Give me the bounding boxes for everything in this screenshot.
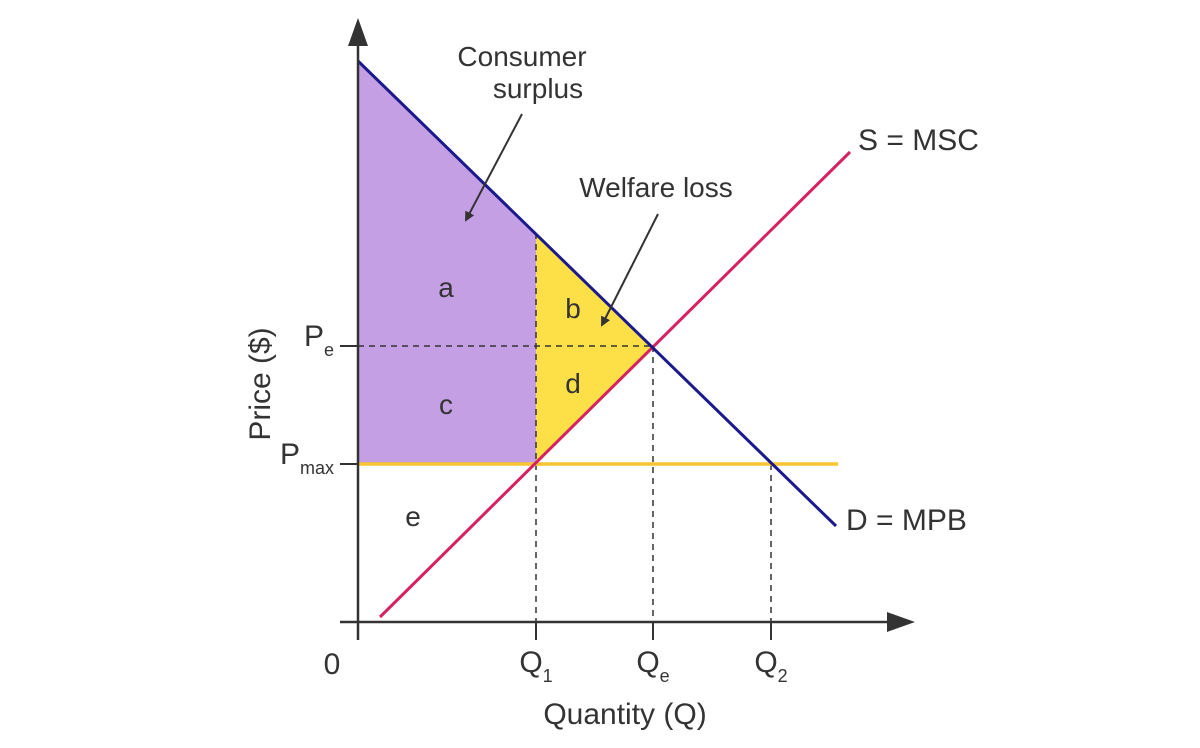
- axes: [340, 42, 893, 640]
- welfare-loss-arrow: [601, 213, 659, 327]
- origin-label: 0: [324, 648, 341, 681]
- y-axis-label: Price ($): [244, 327, 277, 440]
- dashed-guides: [358, 233, 772, 622]
- demand-curve: [356, 59, 838, 528]
- supply-curve: [378, 150, 852, 619]
- consumer-surplus-label-line1: Consumer: [457, 41, 586, 72]
- supply-curve-label: S = MSC: [858, 124, 979, 157]
- tick-marks: [340, 345, 772, 640]
- region-label-c: c: [439, 389, 453, 420]
- region-label-b: b: [565, 293, 581, 324]
- q2-tick-label: Q2: [754, 646, 787, 686]
- region-label-e: e: [405, 501, 421, 532]
- region-label-a: a: [438, 272, 454, 303]
- consumer-surplus-arrow: [465, 113, 523, 222]
- welfare-loss-region: [536, 233, 653, 464]
- qe-tick-label: Qe: [636, 646, 669, 686]
- demand-curve-label: D = MPB: [846, 504, 967, 537]
- pe-tick-label: Pe: [304, 320, 334, 360]
- pmax-tick-label: Pmax: [280, 438, 334, 478]
- consumer-surplus-label-line2: surplus: [493, 73, 583, 104]
- welfare-loss-label: Welfare loss: [579, 172, 733, 203]
- region-label-d: d: [565, 368, 581, 399]
- consumer-surplus-region: [358, 61, 536, 464]
- x-axis-label: Quantity (Q): [543, 698, 706, 731]
- y-axis-arrowhead: [348, 18, 368, 46]
- q1-tick-label: Q1: [519, 646, 552, 686]
- x-axis-arrowhead: [887, 612, 915, 632]
